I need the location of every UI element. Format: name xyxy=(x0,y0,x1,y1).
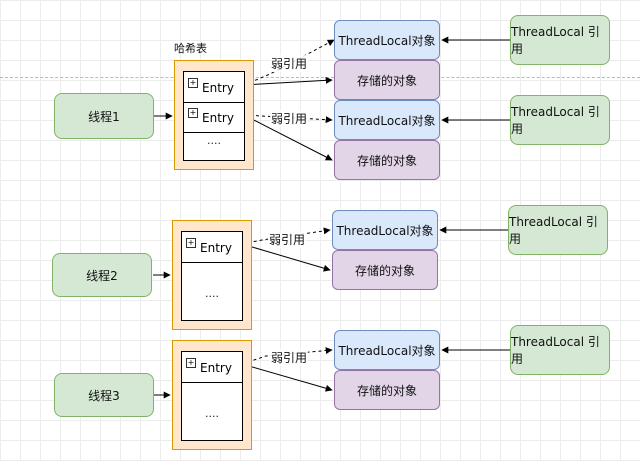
threadlocal-ref: ThreadLocal 引用 xyxy=(510,95,610,145)
ellipsis: .... xyxy=(207,134,221,147)
weak-ref-label: 弱引用 xyxy=(270,110,309,127)
threadlocal-object: ThreadLocal对象 xyxy=(334,330,440,370)
weak-ref-label: 弱引用 xyxy=(270,55,309,72)
stored-object: 存储的对象 xyxy=(334,370,440,410)
expand-icon[interactable]: + xyxy=(188,78,198,88)
hash-table-3: + Entry .... xyxy=(172,340,252,450)
entry-row[interactable]: + Entry xyxy=(184,102,244,133)
entry-label: Entry xyxy=(200,240,232,255)
thread-3: 线程3 xyxy=(54,373,154,417)
threadlocal-ref: ThreadLocal 引用 xyxy=(508,205,608,255)
hash-table-inner: + Entry .... xyxy=(181,351,243,441)
stored-object: 存储的对象 xyxy=(332,250,438,290)
strong-ref-edge xyxy=(243,76,333,86)
strong-ref-edge xyxy=(241,363,333,392)
hash-table-inner: + Entry + Entry .... xyxy=(183,71,245,161)
thread-2: 线程2 xyxy=(52,253,152,297)
hash-table-1: + Entry + Entry .... xyxy=(174,60,254,170)
hash-table-2: + Entry .... xyxy=(172,220,252,330)
threadlocal-object: ThreadLocal对象 xyxy=(332,210,438,250)
entry-row[interactable]: + Entry xyxy=(182,352,242,383)
entry-label: Entry xyxy=(202,80,234,95)
threadlocal-object: ThreadLocal对象 xyxy=(334,20,440,60)
entry-row[interactable]: + Entry xyxy=(182,232,242,263)
weak-ref-label: 弱引用 xyxy=(268,231,307,248)
weak-ref-label: 弱引用 xyxy=(270,349,309,366)
hash-table-inner: + Entry .... xyxy=(181,231,243,321)
stored-object: 存储的对象 xyxy=(334,140,440,180)
hash-table-title: 哈希表 xyxy=(174,42,207,55)
threadlocal-object: ThreadLocal对象 xyxy=(334,100,440,140)
entry-row[interactable]: + Entry xyxy=(184,72,244,103)
ellipsis: .... xyxy=(205,287,219,300)
entry-label: Entry xyxy=(202,110,234,125)
dashed-separator xyxy=(0,77,640,78)
expand-icon[interactable]: + xyxy=(186,238,196,248)
threadlocal-ref: ThreadLocal 引用 xyxy=(510,325,610,375)
strong-ref-edge xyxy=(241,243,331,272)
stored-object: 存储的对象 xyxy=(334,60,440,100)
entry-label: Entry xyxy=(200,360,232,375)
ellipsis: .... xyxy=(205,407,219,420)
thread-1: 线程1 xyxy=(54,93,154,139)
strong-ref-edge xyxy=(243,114,333,161)
threadlocal-ref: ThreadLocal 引用 xyxy=(510,15,610,65)
expand-icon[interactable]: + xyxy=(186,358,196,368)
expand-icon[interactable]: + xyxy=(188,108,198,118)
